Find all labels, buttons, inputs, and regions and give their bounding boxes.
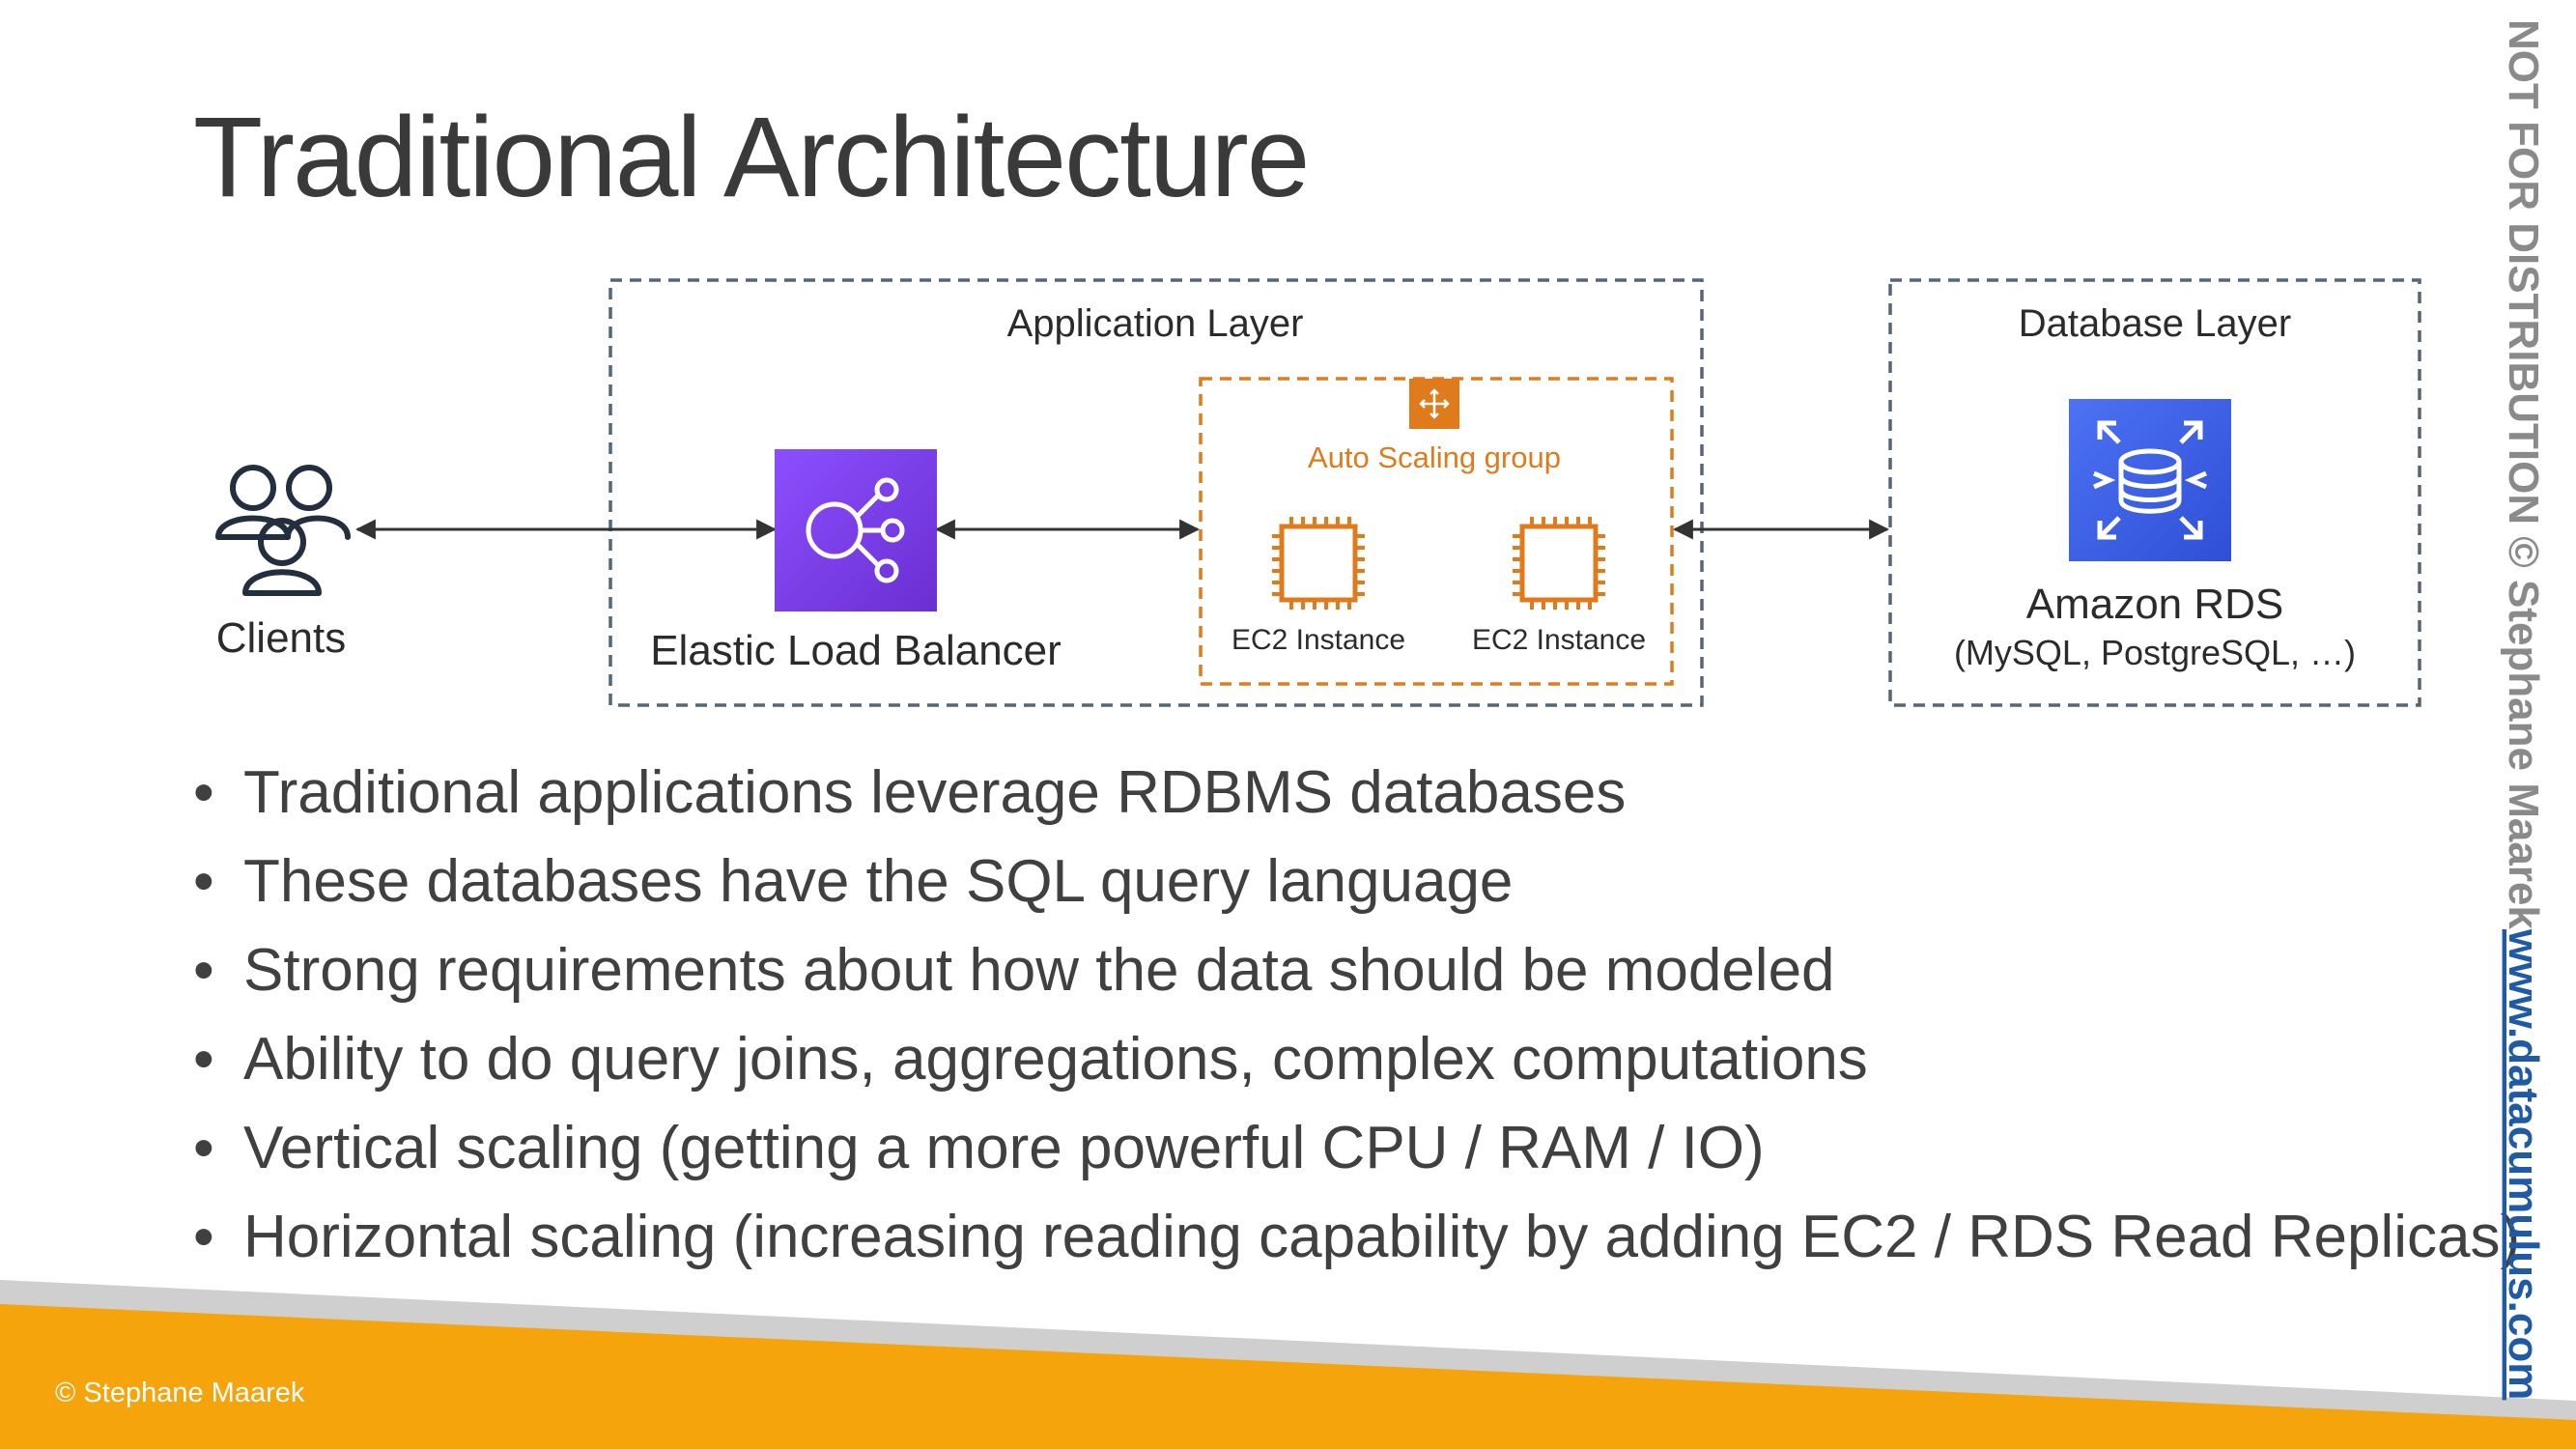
rds-engines-label: (MySQL, PostgreSQL, …) [1954, 633, 2356, 672]
footer-copyright: © Stephane Maarek [55, 1378, 305, 1408]
distribution-watermark: NOT FOR DISTRIBUTION © Stephane Maarek w… [2500, 19, 2547, 1400]
bullet-item: Traditional applications leverage RDBMS … [193, 749, 2520, 838]
bullet-item: These databases have the SQL query langu… [193, 838, 2520, 926]
bullet-item: Horizontal scaling (increasing reading c… [193, 1193, 2520, 1282]
auto-scaling-group-label: Auto Scaling group [1308, 440, 1561, 474]
footer-band [0, 1280, 2576, 1449]
slide-title: Traditional Architecture [193, 94, 1310, 221]
watermark-link[interactable]: www.datacumulus.com [2500, 928, 2547, 1400]
bullet-item: Ability to do query joins, aggregations,… [193, 1015, 2520, 1104]
rds-label: Amazon RDS [2026, 581, 2284, 628]
ec2-instance-label: EC2 Instance [1231, 624, 1405, 656]
clients-label: Clients [216, 614, 347, 662]
database-layer-label: Database Layer [2019, 302, 2291, 345]
application-layer-box [609, 278, 1704, 707]
cpu-chip-icon [1513, 517, 1605, 610]
architecture-diagram: Application Layer Database Layer Clients… [215, 278, 2421, 707]
bullet-item: Vertical scaling (getting a more powerfu… [193, 1104, 2520, 1193]
load-balancer-icon [775, 449, 937, 611]
cpu-chip-icon [1272, 517, 1365, 610]
auto-scaling-icon [1409, 379, 1459, 429]
ec2-instance-label: EC2 Instance [1472, 624, 1646, 656]
footer-band-orange-fill [0, 1304, 2576, 1449]
elb-label: Elastic Load Balancer [650, 627, 1062, 674]
users-icon [215, 465, 351, 596]
application-layer-label: Application Layer [1007, 302, 1304, 345]
watermark-text: NOT FOR DISTRIBUTION © Stephane Maarek [2500, 19, 2547, 929]
bullet-list: Traditional applications leverage RDBMS … [193, 749, 2520, 1282]
database-icon [2069, 399, 2231, 561]
bullet-item: Strong requirements about how the data s… [193, 926, 2520, 1015]
database-layer-box [1888, 278, 2421, 707]
